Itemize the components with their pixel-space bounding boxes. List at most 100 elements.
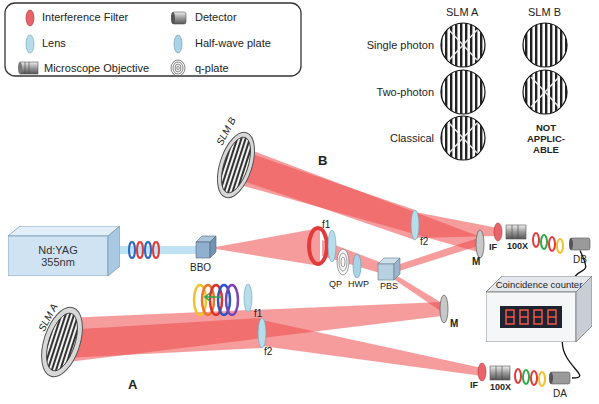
part-name: f2 — [264, 346, 272, 357]
objective-body — [490, 366, 510, 380]
pump-pulses — [129, 242, 159, 258]
display-digit — [506, 316, 514, 317]
fork-hologram — [441, 116, 485, 160]
beam — [64, 318, 262, 358]
fork-mark — [531, 77, 559, 107]
part-name: IF — [470, 381, 478, 391]
legend-text: Half-wave plate — [195, 37, 271, 49]
table-cell: Two-photon — [330, 86, 434, 98]
detector: DA — [548, 370, 572, 402]
table-cell: SLM A — [446, 6, 478, 18]
beam — [415, 212, 498, 238]
photon-ring — [531, 371, 537, 385]
photon-ring — [549, 237, 555, 251]
objective-end — [18, 62, 22, 74]
detector-outline — [568, 236, 592, 252]
display-digit — [548, 310, 556, 324]
photon-ring — [533, 233, 539, 247]
qplate-ring — [175, 64, 181, 72]
part-name: HWP — [348, 280, 369, 290]
fork-mark — [449, 30, 477, 60]
laser-box: Nd:YAG 355nm — [8, 226, 120, 276]
node-label: DB — [564, 253, 596, 266]
pbs-cube — [378, 258, 400, 280]
half-wave-plate — [353, 254, 361, 278]
lens — [244, 284, 252, 312]
lens — [258, 318, 266, 348]
detector: DB — [568, 236, 592, 268]
lens — [411, 210, 419, 240]
mirror — [476, 230, 484, 258]
qplate-ring — [337, 249, 349, 275]
laser-side — [108, 226, 120, 276]
counter-display — [500, 306, 562, 328]
beam — [262, 320, 482, 376]
objective-ridge — [29, 62, 30, 74]
laser-top — [8, 226, 120, 236]
photon-ring — [523, 370, 529, 384]
objective-ridge — [25, 62, 26, 74]
objective-icon — [18, 62, 38, 74]
table-cell: SLM B — [528, 6, 561, 18]
node-label: DA — [544, 387, 576, 400]
detector-body — [570, 238, 590, 250]
fork-mark — [449, 123, 477, 153]
detector-outline — [548, 370, 572, 386]
coincidence-counter: Coincidence counter — [486, 276, 592, 342]
detector-body — [550, 372, 570, 384]
crystal-side — [210, 236, 216, 258]
qplate-icon — [171, 60, 185, 76]
part-name: f1 — [254, 308, 262, 319]
mode-ring — [226, 285, 238, 315]
pbs-front — [378, 264, 394, 280]
interference-filter — [494, 223, 502, 241]
filter-icon — [26, 10, 34, 26]
node-label: Coincidence counter — [486, 279, 592, 291]
objective — [490, 366, 510, 380]
display-digit — [548, 316, 556, 317]
part-name: M — [472, 256, 480, 267]
objective-ridge — [502, 366, 503, 380]
part-name: f1 — [322, 219, 330, 230]
detector-face — [569, 238, 573, 250]
arm-name: A — [128, 378, 137, 392]
crystal-front — [196, 242, 210, 258]
pulse — [137, 242, 143, 258]
part-name: M — [450, 318, 458, 329]
qplate-ring — [173, 62, 183, 74]
photon-rings — [533, 233, 563, 253]
direction-arrow — [205, 293, 222, 301]
interference-filter — [478, 363, 486, 381]
lens-icon — [26, 35, 34, 53]
detector-icon — [171, 12, 186, 24]
q-plate — [337, 249, 349, 275]
display-digit — [520, 316, 528, 317]
qplate-ring — [339, 253, 347, 271]
fork-hologram — [441, 23, 485, 67]
qplate-ring — [171, 60, 185, 76]
pulse — [129, 242, 135, 258]
objective-ridge — [496, 366, 497, 380]
display-digit — [534, 310, 542, 324]
part-name: 100X — [490, 383, 511, 393]
legend-text: q-plate — [195, 62, 229, 74]
detector-body — [172, 12, 186, 24]
table-cell: NOT APPLIC- ABLE — [520, 122, 572, 155]
pbs-side — [394, 258, 400, 280]
pulse — [153, 242, 159, 258]
photon-ring — [541, 235, 547, 249]
beam — [210, 228, 320, 266]
objective — [506, 225, 526, 239]
waveplate-icon — [174, 35, 182, 53]
table-cell: Single photon — [330, 39, 434, 51]
objective-ridge — [518, 225, 519, 239]
photon-ring — [539, 372, 545, 386]
counter-top — [486, 276, 592, 292]
display-digit — [520, 310, 528, 324]
beam — [240, 150, 415, 240]
grating-hologram — [441, 70, 485, 114]
display-digit — [506, 310, 514, 324]
legend-text: Interference Filter — [42, 11, 128, 23]
legend-frame — [5, 3, 301, 76]
